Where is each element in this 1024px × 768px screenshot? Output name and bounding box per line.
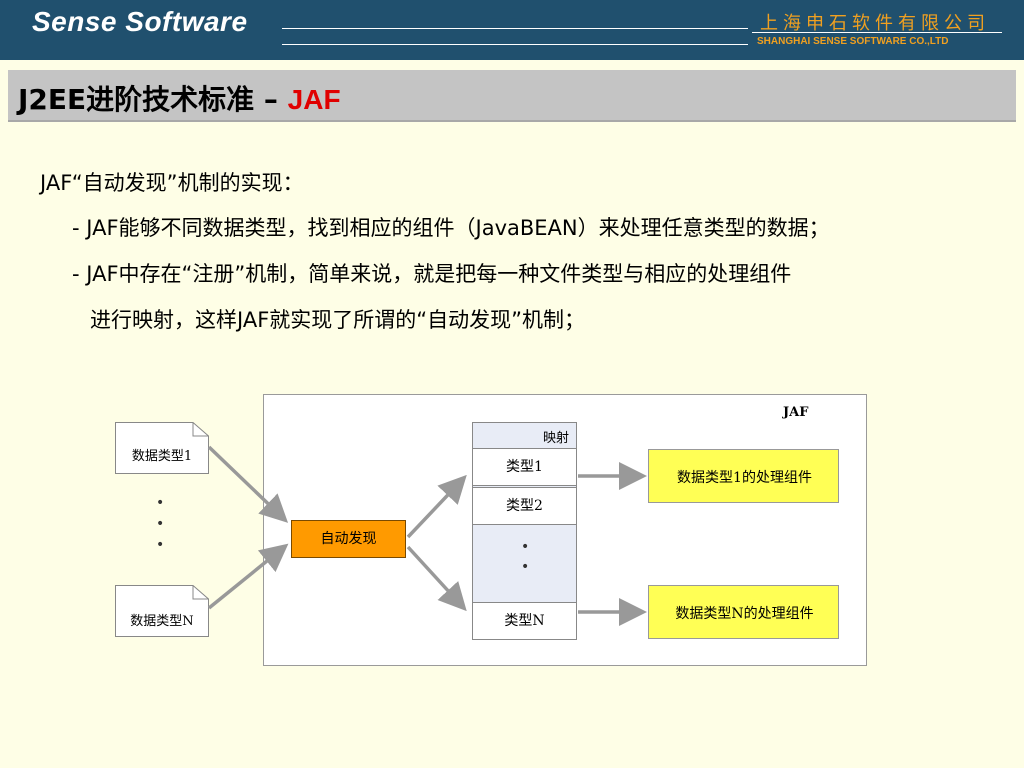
sense-software-logo: Sense Software: [32, 6, 248, 37]
bullet-2-line-2: 进行映射，这样JAF就实现了所谓的“自动发现”机制；: [90, 308, 586, 332]
document-icon: [115, 422, 209, 474]
data-type-1-document: 数据类型1: [115, 422, 209, 474]
type-2-cell: 类型2: [472, 487, 577, 525]
type-n-cell: 类型N: [472, 602, 577, 640]
type-1-cell: 类型1: [472, 448, 577, 486]
mapping-header: 映射: [472, 422, 577, 448]
jaf-frame-label: JAF: [783, 405, 809, 420]
handler-1-label: 数据类型1的处理组件: [677, 470, 812, 486]
header-divider-bottom: [282, 44, 748, 45]
header-divider-right: [752, 32, 1002, 33]
content-heading: JAF“自动发现”机制的实现：: [40, 171, 304, 195]
arrow-docn-to-auto: [207, 543, 289, 610]
company-name-en: SHANGHAI SENSE SOFTWARE CO.,LTD: [757, 36, 949, 47]
handler-n-box: 数据类型N的处理组件: [648, 585, 839, 639]
ellipsis-dot: •: [521, 539, 530, 555]
arrow-auto-to-type1: [406, 474, 467, 539]
header-divider-top: [282, 28, 748, 29]
ellipsis-dot: •: [156, 516, 165, 532]
slide-title-band: J2EE进阶技术标准 – JAF: [8, 70, 1016, 122]
slide-title: J2EE进阶技术标准 – JAF: [18, 78, 341, 118]
arrow-auto-to-typen: [406, 545, 467, 612]
auto-discover-box: 自动发现: [291, 520, 406, 558]
bullet-1: - JAF能够不同数据类型，找到相应的组件（JavaBEAN）来处理任意类型的数…: [72, 216, 830, 240]
bullet-2-line-1: - JAF中存在“注册”机制，简单来说，就是把每一种文件类型与相应的处理组件: [72, 262, 792, 286]
company-name-cn: 上海申石软件有限公司: [760, 13, 990, 34]
ellipsis-dot: •: [156, 537, 165, 553]
handler-n-label: 数据类型N的处理组件: [675, 606, 814, 622]
mapping-header-label: 映射: [542, 431, 569, 446]
arrow-doc1-to-auto: [207, 445, 289, 523]
data-type-n-document: 数据类型N: [115, 585, 209, 637]
header-bar: Sense Software 上海申石软件有限公司 SHANGHAI SENSE…: [0, 0, 1024, 60]
document-icon: [115, 585, 209, 637]
data-type-n-label: 数据类型N: [130, 614, 194, 629]
slide-title-main: J2EE进阶技术标准 –: [18, 83, 288, 116]
ellipsis-dot: •: [521, 559, 530, 575]
handler-1-box: 数据类型1的处理组件: [648, 449, 839, 503]
data-type-1-label: 数据类型1: [131, 449, 193, 464]
slide-title-highlight: JAF: [287, 84, 341, 115]
ellipsis-dot: •: [156, 495, 165, 511]
